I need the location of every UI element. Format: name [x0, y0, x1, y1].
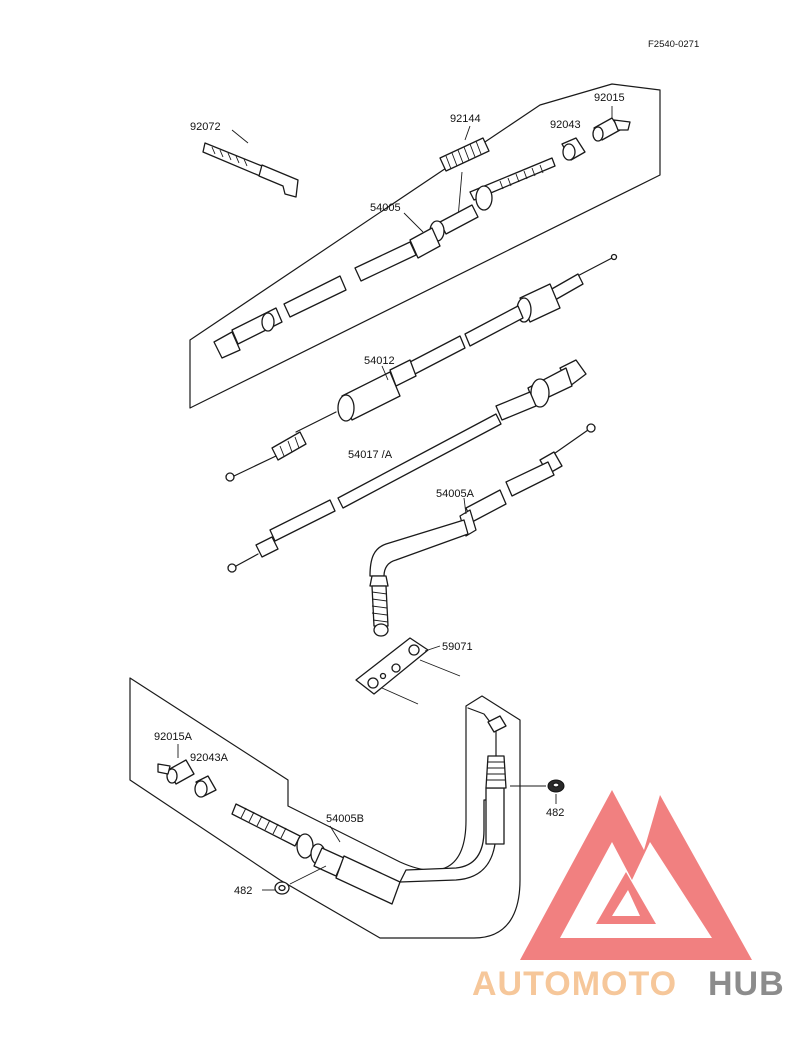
part-92043-collar	[561, 137, 586, 161]
part-54017-cable	[227, 359, 587, 573]
part-92015a-fitting	[157, 759, 195, 785]
label-92015a: 92015A	[154, 731, 193, 743]
upper-group-frame	[189, 83, 661, 409]
label-92144: 92144	[450, 113, 481, 125]
part-92015-fitting	[592, 117, 631, 142]
lower-group-frame	[129, 677, 521, 939]
part-482-nut-left	[274, 881, 290, 895]
part-92144-spring	[439, 137, 490, 172]
label-92072: 92072	[190, 121, 221, 133]
part-92043a-collar	[194, 775, 217, 798]
part-54012-cable	[225, 253, 618, 482]
label-92015: 92015	[594, 92, 625, 104]
reference-code: F2540-0271	[648, 39, 699, 50]
watermark-brand-1: AUTOMOTO	[472, 965, 677, 1003]
part-92072-strap	[202, 142, 299, 198]
label-54012: 54012	[364, 355, 395, 367]
watermark-brand-2: HUB	[708, 965, 785, 1003]
label-482-left: 482	[234, 885, 252, 897]
part-482-nut-right	[547, 779, 565, 793]
label-482-right: 482	[546, 807, 564, 819]
label-54005a: 54005A	[436, 488, 475, 500]
part-59071-bracket	[355, 637, 429, 695]
label-54005: 54005	[370, 202, 401, 214]
part-54005a-cable	[369, 423, 596, 637]
part-54005b-cable	[231, 707, 507, 905]
label-54017: 54017 /A	[348, 449, 393, 461]
label-92043: 92043	[550, 119, 581, 131]
label-92043a: 92043A	[190, 752, 229, 764]
part-54005-throttle-cable	[213, 157, 556, 359]
label-54005b: 54005B	[326, 813, 364, 825]
label-59071: 59071	[442, 641, 473, 653]
watermark-logo	[520, 790, 752, 960]
